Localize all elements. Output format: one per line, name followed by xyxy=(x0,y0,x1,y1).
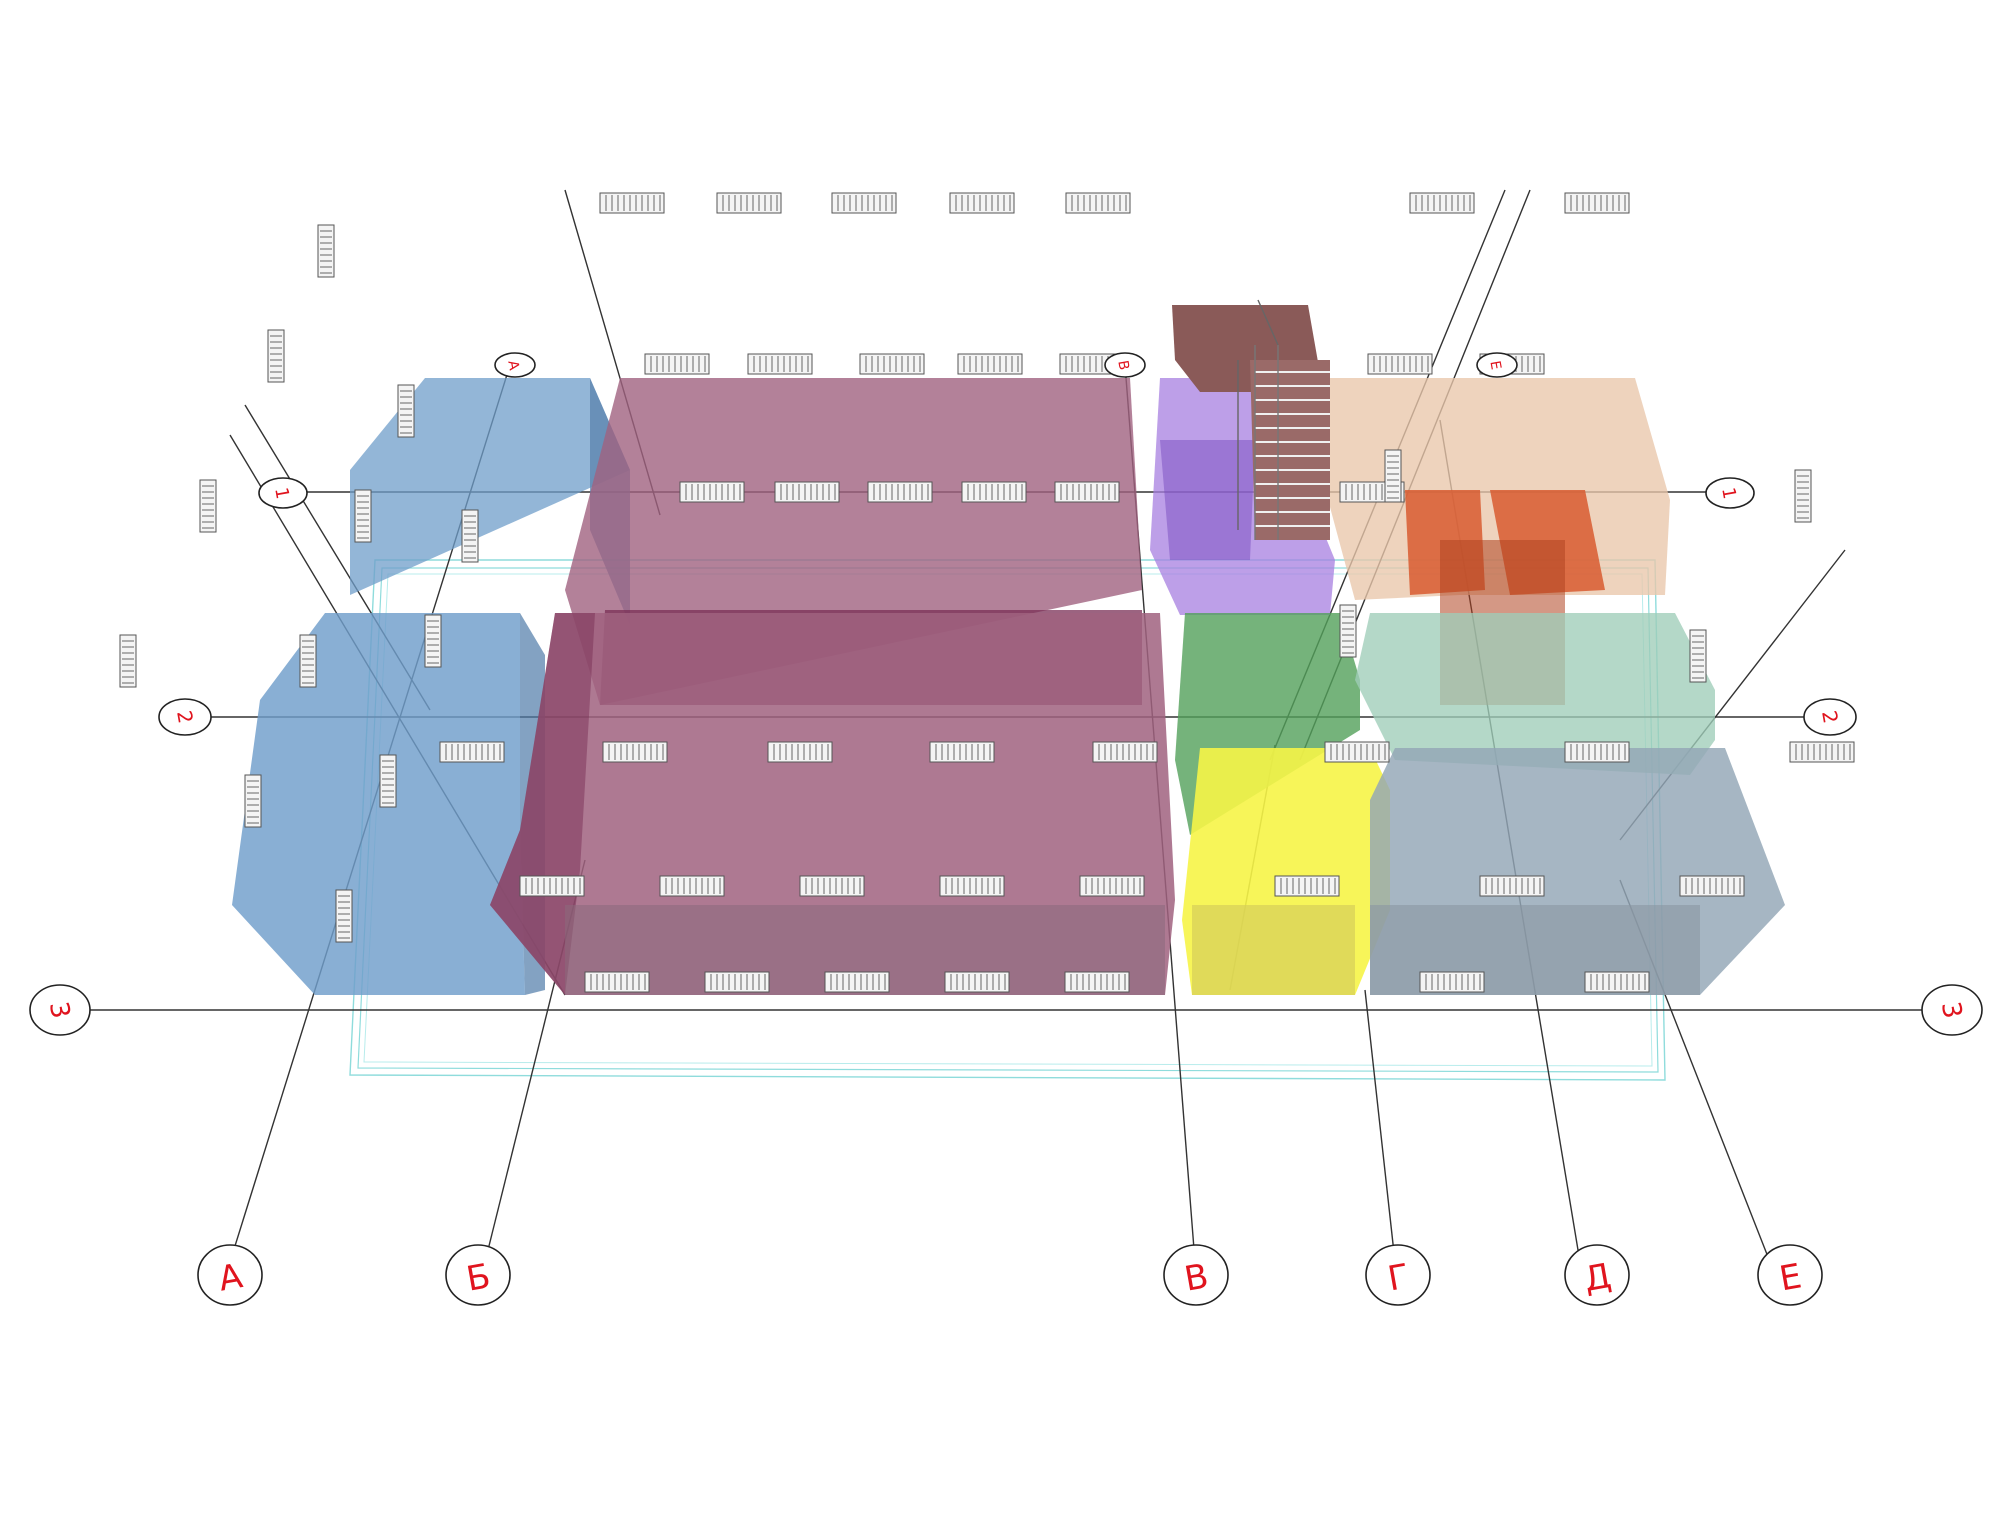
room-volumes xyxy=(232,378,1785,995)
staircase-icon xyxy=(1172,299,1330,540)
axis-bubble-E: Е xyxy=(1757,1244,1823,1306)
axis-bubble-3-left: 3 xyxy=(29,984,91,1036)
axis-bubble-A: А xyxy=(197,1244,263,1306)
svg-text:В: В xyxy=(1114,359,1131,371)
blue-room-upper-top xyxy=(350,378,630,595)
axis-bubble-1-left: 1 xyxy=(258,477,308,509)
axis-bubble-A-top: А xyxy=(494,352,536,378)
axis-bubble-V-top: В xyxy=(1104,352,1146,378)
axis-bubble-1-right: 1 xyxy=(1705,477,1755,509)
svg-text:2: 2 xyxy=(172,709,198,726)
axis-bubble-3-right: 3 xyxy=(1921,984,1983,1036)
svg-text:3: 3 xyxy=(1935,999,1967,1021)
svg-text:1: 1 xyxy=(270,486,293,501)
svg-text:Е: Е xyxy=(1486,360,1503,372)
blue-room-lower xyxy=(232,613,525,995)
svg-text:А: А xyxy=(504,359,521,372)
axis-bubble-2-left: 2 xyxy=(158,698,212,736)
axis-bubbles: А Б В Г Д Е А В xyxy=(29,352,1983,1306)
svg-text:2: 2 xyxy=(1817,709,1843,726)
axis-bubble-E-top: Е xyxy=(1476,352,1518,378)
axis-bubble-B: Б xyxy=(445,1244,511,1306)
magenta-hall-lower-shade xyxy=(490,613,595,995)
axis-bubble-2-right: 2 xyxy=(1803,698,1857,736)
axis-bubble-V: В xyxy=(1163,1244,1229,1306)
svg-text:3: 3 xyxy=(43,999,75,1021)
axis-bubble-G: Г xyxy=(1365,1244,1431,1306)
axis-bubble-D: Д xyxy=(1564,1244,1630,1306)
mint-room xyxy=(1355,613,1715,775)
svg-text:1: 1 xyxy=(1717,486,1740,501)
yellow-room-front xyxy=(1192,905,1355,995)
magenta-hall-lower xyxy=(490,613,1175,995)
violet-stair-shade xyxy=(1160,440,1255,560)
